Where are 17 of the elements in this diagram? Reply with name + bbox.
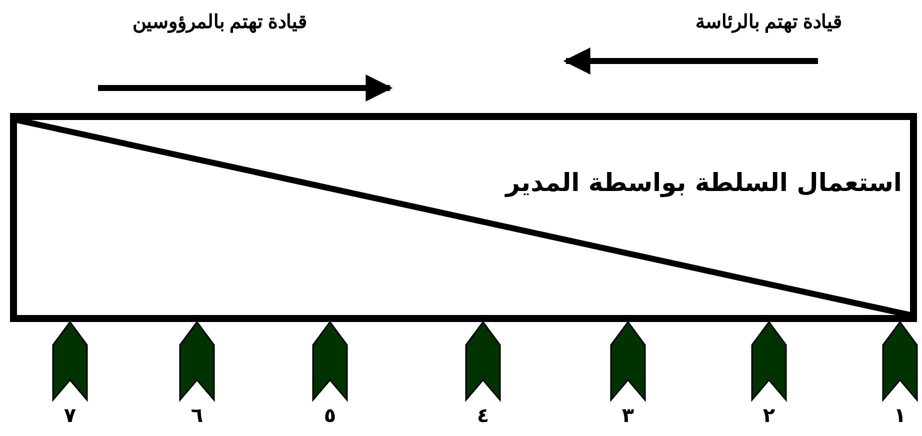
chevron-marker [610,320,646,402]
chevron-marker [882,320,918,402]
box-label: استعمال السلطة بواسطة المدير [506,168,902,197]
chevron-marker [751,320,787,402]
scale-number: ٢ [762,403,776,427]
heading-label: قيادة تهتم بالمرؤوسين [132,11,307,34]
scale-number: ٦ [190,403,204,427]
chevron-marker [52,320,88,402]
scale-number: ٣ [620,403,636,427]
scale-number: ٧ [62,403,78,427]
scale-number: ٥ [322,403,338,427]
chevron-marker [312,320,348,402]
chevron-marker [465,320,501,402]
heading-label: قيادة تهتم بالرئاسة [695,11,842,34]
chevron-marker [179,320,215,402]
scale-number: ٤ [476,403,490,427]
scale-number: ١ [892,403,908,427]
